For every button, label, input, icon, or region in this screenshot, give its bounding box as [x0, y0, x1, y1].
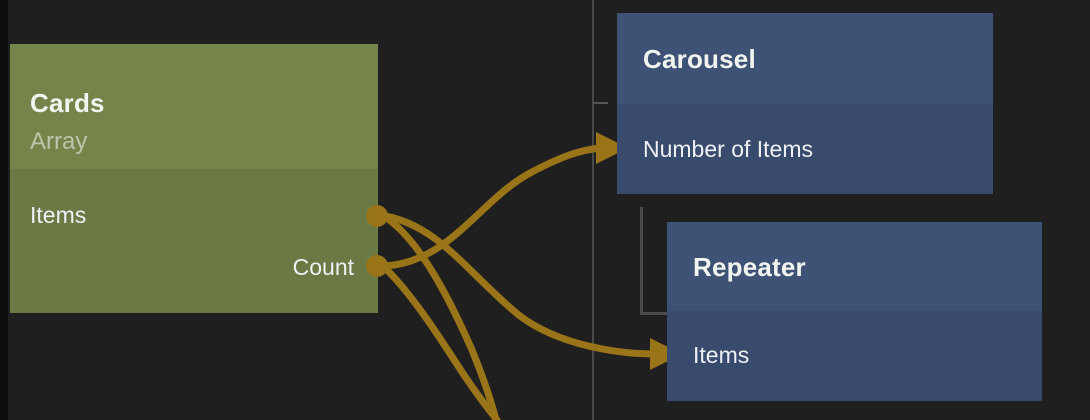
wire-count-to-carousel — [381, 144, 604, 270]
port-row-carousel-number-of-items[interactable]: Number of Items — [643, 136, 813, 163]
node-repeater-title: Repeater — [693, 251, 806, 282]
node-cards-body — [10, 169, 378, 313]
node-carousel[interactable]: Carousel — [617, 13, 993, 194]
node-carousel-title: Carousel — [643, 43, 756, 74]
port-label-carousel-number-of-items: Number of Items — [643, 136, 813, 162]
port-row-repeater-items[interactable]: Items — [693, 342, 749, 369]
node-cards-subtitle: Array — [30, 127, 88, 155]
left-gutter-strip — [0, 0, 8, 420]
port-dot-cards-items[interactable] — [366, 205, 388, 227]
node-cards-header[interactable]: Cards Array — [10, 44, 378, 169]
port-dot-cards-count[interactable] — [366, 255, 388, 277]
node-carousel-header[interactable]: Carousel — [617, 13, 993, 104]
wire-items-to-offscreen — [381, 213, 500, 420]
node-repeater-body — [667, 311, 1042, 401]
port-row-cards-count[interactable]: Count — [180, 254, 354, 281]
wire-items-to-repeater — [381, 212, 659, 358]
node-carousel-body — [617, 104, 993, 194]
wire-count-to-offscreen — [381, 264, 501, 420]
node-cards-title: Cards — [30, 87, 105, 118]
port-label-cards-count: Count — [292, 254, 354, 280]
guide-tick-mark — [594, 102, 608, 104]
vertical-guide-line — [592, 0, 594, 420]
port-row-cards-items[interactable]: Items — [30, 204, 86, 227]
node-repeater-header[interactable]: Repeater — [667, 222, 1042, 311]
port-label-cards-items: Items — [30, 202, 87, 228]
node-repeater[interactable]: Repeater — [667, 222, 1042, 401]
node-cards[interactable]: Cards Array — [10, 44, 378, 313]
port-label-repeater-items: Items — [693, 342, 750, 368]
